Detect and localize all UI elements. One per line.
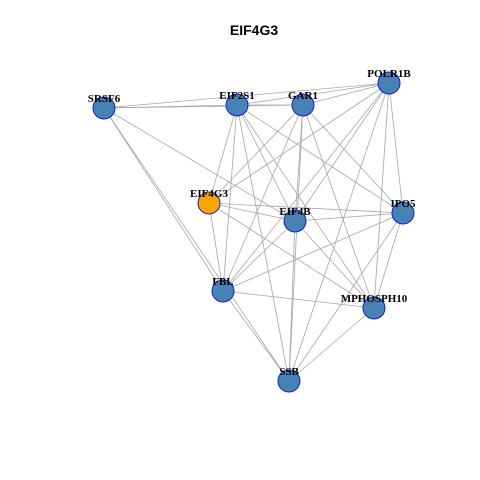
edge-eif4g3-mphosph10 — [208, 202, 375, 309]
edge-eif2s1-polr1b — [236, 82, 390, 106]
edge-polr1b-mphosph10 — [373, 82, 390, 309]
edge-polr1b-eif4b — [294, 82, 390, 222]
node-label-ipo5: IPO5 — [390, 198, 416, 210]
node-label-eif4b: EIF4B — [279, 206, 311, 218]
edge-gar1-ipo5 — [302, 104, 404, 214]
node-ssb[interactable] — [277, 369, 301, 393]
edge-srsf6-fbl — [103, 107, 224, 292]
node-label-polr1b: POLR1B — [367, 68, 411, 80]
edge-eif2s1-ssb — [236, 104, 290, 382]
node-label-eif4g3: EIF4G3 — [190, 188, 228, 200]
edge-srsf6-eif4b — [103, 107, 296, 222]
edge-polr1b-eif4g3 — [208, 82, 390, 204]
edge-eif2s1-eif4b — [236, 104, 296, 222]
edge-eif2s1-mphosph10 — [236, 104, 375, 309]
node-label-eif2s1: EIF2S1 — [219, 90, 254, 102]
edge-polr1b-ssb — [288, 82, 390, 382]
node-layer — [92, 71, 415, 393]
node-srsf6[interactable] — [92, 96, 116, 120]
node-gar1[interactable] — [291, 93, 315, 117]
edge-gar1-mphosph10 — [302, 104, 375, 309]
node-label-mphosph10: MPHOSPH10 — [341, 293, 408, 305]
node-fbl[interactable] — [211, 279, 235, 303]
node-label-fbl: FBL — [212, 276, 233, 288]
edge-eif4b-ssb — [288, 220, 296, 382]
edge-fbl-mphosph10 — [222, 290, 375, 309]
edge-gar1-ssb — [288, 104, 304, 382]
edge-eif4b-fbl — [222, 220, 296, 292]
diagram-title: EIF4G3 — [230, 22, 278, 38]
node-ipo5[interactable] — [391, 201, 415, 225]
edge-ipo5-fbl — [222, 212, 404, 292]
edge-gar1-fbl — [222, 104, 304, 292]
edge-eif4b-ipo5 — [294, 212, 404, 222]
node-eif4g3[interactable] — [197, 191, 221, 215]
node-label-ssb: SSB — [279, 366, 299, 378]
edge-gar1-eif4g3 — [208, 104, 304, 204]
edge-eif2s1-ipo5 — [236, 104, 404, 214]
edge-layer — [103, 82, 404, 382]
edge-mphosph10-ssb — [288, 307, 375, 382]
node-eif2s1[interactable] — [225, 93, 249, 117]
node-mphosph10[interactable] — [362, 296, 386, 320]
edge-ipo5-ssb — [288, 212, 404, 382]
edge-srsf6-polr1b — [103, 82, 390, 109]
node-label-gar1: GAR1 — [288, 90, 318, 102]
edge-polr1b-fbl — [222, 82, 390, 292]
edge-polr1b-ipo5 — [388, 82, 404, 214]
edge-eif4g3-eif4b — [208, 202, 296, 222]
edge-ipo5-mphosph10 — [373, 212, 404, 309]
edge-eif2s1-eif4g3 — [208, 104, 238, 204]
node-label-srsf6: SRSF6 — [88, 93, 121, 105]
node-eif4b[interactable] — [283, 209, 307, 233]
edge-srsf6-ssb — [103, 107, 290, 382]
edge-eif2s1-fbl — [222, 104, 238, 292]
edge-fbl-ssb — [222, 290, 290, 382]
edge-gar1-polr1b — [302, 82, 390, 106]
edge-eif4g3-ipo5 — [208, 202, 404, 214]
edge-srsf6-gar1 — [103, 104, 304, 109]
edge-eif4g3-fbl — [208, 202, 224, 292]
edge-eif4b-mphosph10 — [294, 220, 375, 309]
node-polr1b[interactable] — [377, 71, 401, 95]
